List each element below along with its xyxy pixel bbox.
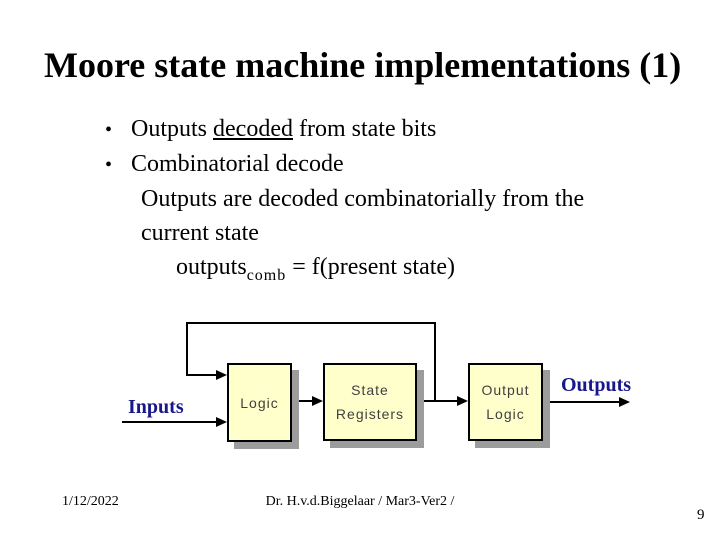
bullet-2-text: Combinatorial decode [131,151,344,177]
logic-box: Logic [227,363,292,442]
footer-page-number: 9 [697,507,705,523]
bullet-marker: • [105,119,113,141]
inputs-arrowhead [216,417,227,427]
logic-box-label: Logic [240,394,279,411]
logic-to-state-arrowhead [312,396,323,406]
bullet-1-text-pre: Outputs [131,116,214,142]
equation-subscript: comb [246,266,287,284]
state-registers-label-line2: Registers [335,406,405,422]
footer-date: 1/12/2022 [62,494,119,509]
outputs-label: Outputs [561,374,632,396]
equation-rest: = f(present state) [286,254,456,280]
state-to-output-arrowhead [457,396,468,406]
sub-line-1: Outputs are decoded combinatorially from… [141,186,585,212]
sub-line-2: current state [141,220,259,246]
bullet-marker: • [105,154,113,176]
equation-line: outputscomb = f(present state) [176,255,455,284]
bullet-item-2: • Combinatorial decode [105,152,344,176]
output-logic-label-line2: Logic [486,406,525,422]
equation-base: outputs [176,254,247,280]
slide-title: Moore state machine implementations (1) [44,45,682,85]
output-logic-label-line1: Output [481,382,530,398]
footer-credit: Dr. H.v.d.Biggelaar / Mar3-Ver2 / [265,494,455,509]
bullet-1-text-post: from state bits [292,116,437,142]
state-registers-box: State Registers [323,363,417,441]
output-logic-box: Output Logic [468,363,543,441]
bullet-item-1: • Outputs decoded from state bits [105,117,436,141]
outputs-arrowhead [619,397,630,407]
state-registers-label-line1: State [351,382,389,398]
inputs-label: Inputs [128,396,184,418]
feedback-arrowhead [216,370,227,380]
bullet-1-text-underlined: decoded [213,116,293,142]
